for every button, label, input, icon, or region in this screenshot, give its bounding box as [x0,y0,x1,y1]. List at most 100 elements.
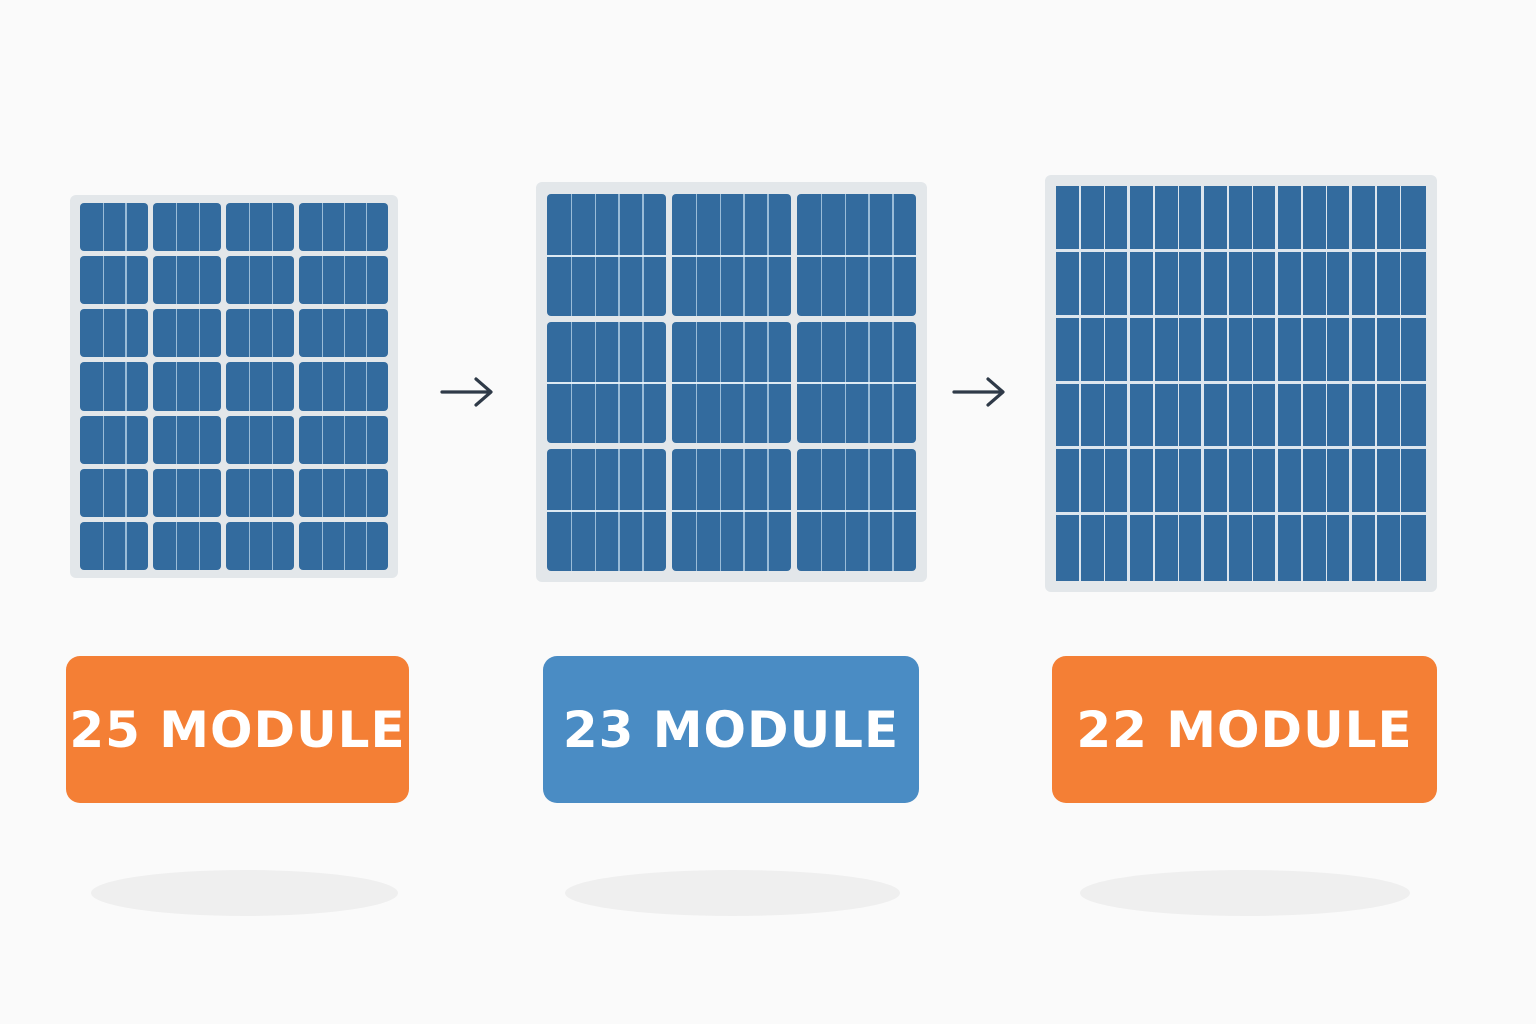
solar-cell [1277,449,1302,513]
solar-cell [153,415,222,464]
solar-cell [299,521,388,570]
module-count-label-25: 25 MODULE [66,656,409,803]
solar-cell [80,256,149,305]
solar-cell [1179,251,1201,315]
label-text: 22 MODULE [1076,700,1413,759]
solar-panel-22-module [1045,175,1437,592]
solar-cell [1401,515,1426,581]
solar-panel-25-module [70,195,398,578]
solar-cell [1376,186,1400,249]
label-text: 25 MODULE [69,700,406,759]
solar-cell [672,449,791,571]
solar-cell [1376,251,1400,315]
solar-cell [80,362,149,411]
arrow-right-icon [440,377,493,407]
module-count-label-23: 23 MODULE [543,656,919,803]
solar-cell [1105,317,1127,381]
floor-shadow [1080,870,1410,916]
solar-cell [1351,449,1376,513]
solar-cell [299,309,388,358]
solar-cell [1129,515,1154,581]
solar-cell [1253,383,1275,447]
solar-cell [1179,515,1201,581]
solar-cell [1351,251,1376,315]
solar-cell [1154,383,1178,447]
solar-cell [1277,251,1302,315]
solar-cell [1277,383,1302,447]
solar-cell [80,521,149,570]
solar-cell [1376,449,1400,513]
solar-cell [153,362,222,411]
solar-cell [1302,251,1326,315]
solar-cell [1228,186,1252,249]
solar-cell [1056,317,1080,381]
solar-cell [153,309,222,358]
solar-cell [1154,515,1178,581]
solar-cell [1228,449,1252,513]
solar-cell [226,415,295,464]
solar-cell [547,449,666,571]
solar-cell [1056,383,1080,447]
solar-cell [797,321,916,444]
solar-cell [1228,383,1252,447]
solar-cell [1105,383,1127,447]
solar-cell [226,203,295,252]
solar-cell [1253,186,1275,249]
solar-cell [1203,186,1228,249]
solar-cell [1327,383,1349,447]
solar-cell [547,321,666,444]
solar-cell [1327,186,1349,249]
solar-cell [153,521,222,570]
label-text: 23 MODULE [562,700,900,759]
solar-cell [1203,383,1228,447]
floor-shadow [91,870,398,916]
solar-cell [1203,317,1228,381]
solar-cell [1154,186,1178,249]
solar-cell [1154,251,1178,315]
solar-cell [1203,251,1228,315]
solar-cell [1080,251,1104,315]
solar-cell [299,468,388,517]
solar-cell [299,415,388,464]
solar-cell [1056,449,1080,513]
solar-cell [1228,515,1252,581]
solar-cell-grid [547,194,916,571]
solar-cell [1228,251,1252,315]
solar-cell [1056,251,1080,315]
module-count-label-22: 22 MODULE [1052,656,1437,803]
solar-cell [1203,449,1228,513]
solar-cell [1327,515,1349,581]
solar-cell [226,468,295,517]
solar-cell [1203,515,1228,581]
arrow-right-icon [952,377,1005,407]
solar-cell [1376,383,1400,447]
solar-cell [1302,515,1326,581]
solar-cell [1056,515,1080,581]
solar-panel-23-module [536,182,927,582]
solar-cell [299,256,388,305]
solar-cell [1327,317,1349,381]
solar-cell [797,449,916,571]
solar-cell [1327,449,1349,513]
solar-cell [153,256,222,305]
solar-cell [1129,449,1154,513]
solar-cell [1080,383,1104,447]
solar-cell [1401,449,1426,513]
solar-cell [1277,186,1302,249]
floor-shadow [565,870,900,916]
solar-cell [672,194,791,316]
solar-cell [672,321,791,444]
solar-cell [1253,515,1275,581]
solar-cell [1253,317,1275,381]
solar-cell [1129,383,1154,447]
solar-cell [1129,186,1154,249]
solar-cell [1056,186,1080,249]
solar-cell [1154,317,1178,381]
solar-cell [1351,515,1376,581]
solar-cell [1080,515,1104,581]
solar-cell [1401,251,1426,315]
solar-cell [1351,383,1376,447]
solar-cell [80,415,149,464]
solar-cell [1154,449,1178,513]
solar-cell [80,309,149,358]
